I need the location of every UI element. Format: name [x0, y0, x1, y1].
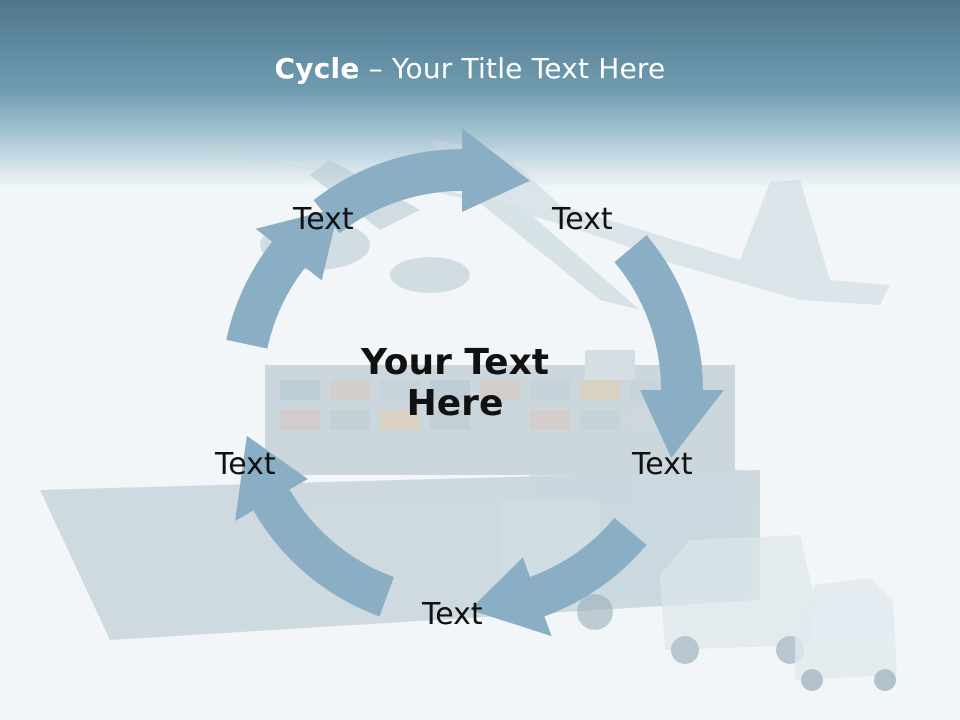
slide-title: Cycle – Your Title Text Here	[0, 52, 940, 85]
cycle-arrow-5	[226, 207, 339, 349]
cycle-arrow-3	[469, 517, 647, 637]
cycle-arrow-4	[235, 435, 394, 617]
title-rest: – Your Title Text Here	[359, 52, 666, 85]
cycle-label-5: Text	[215, 447, 276, 482]
title-band	[0, 0, 960, 128]
car-image	[795, 578, 897, 691]
cycle-arrow-2	[614, 235, 724, 458]
cycle-label-2: Text	[552, 202, 613, 237]
cycle-label-4: Text	[422, 597, 483, 632]
cycle-label-1: Text	[293, 202, 354, 237]
title-bold: Cycle	[274, 52, 360, 85]
cycle-arrow-1	[313, 128, 530, 234]
airplane-image	[190, 140, 890, 310]
center-text: Your Text Here	[360, 342, 550, 425]
cycle-label-3: Text	[632, 447, 693, 482]
